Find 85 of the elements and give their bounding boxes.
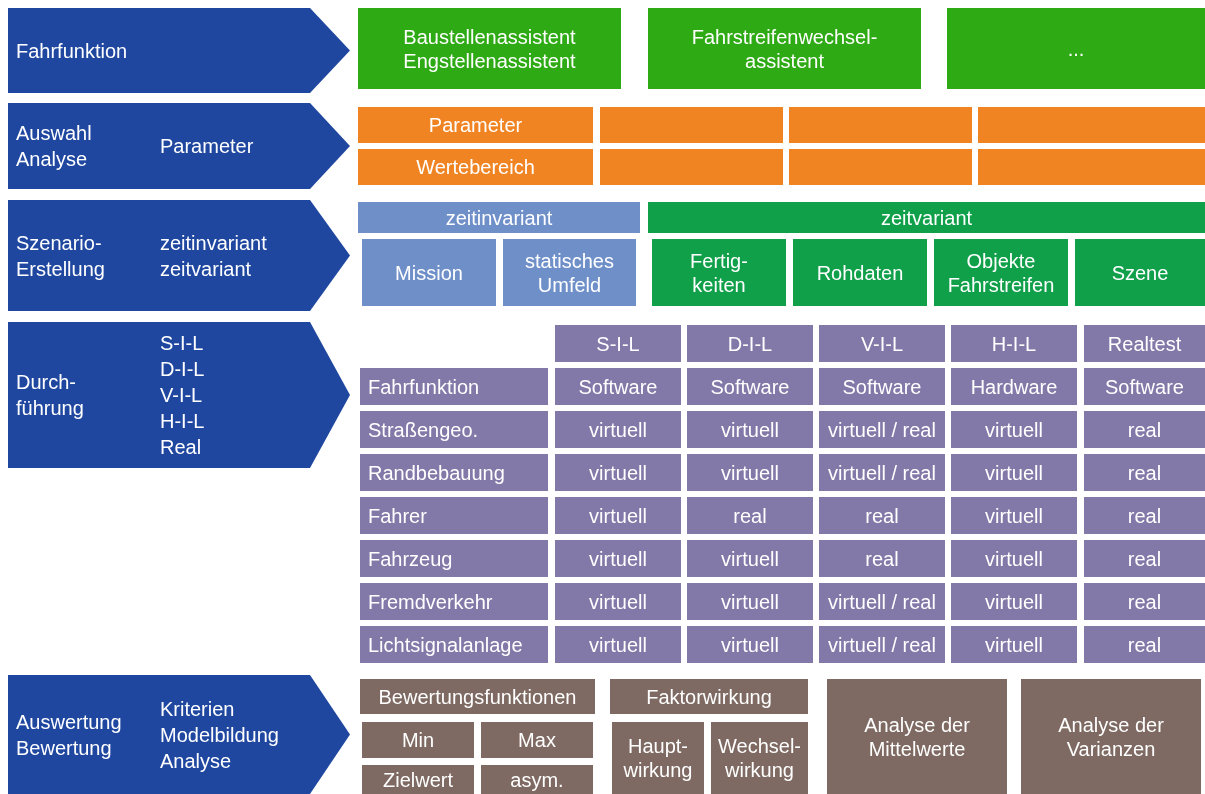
row-header: Fahrfunktion <box>360 368 548 405</box>
table-cell: virtuell / real <box>819 626 945 663</box>
stage-label: Durch-führung <box>16 370 85 421</box>
table-cell: virtuell <box>687 540 813 577</box>
group-header: Faktorwirkung <box>610 679 808 714</box>
table-cell: virtuell <box>951 583 1077 620</box>
method-box: Max <box>481 722 593 758</box>
table-cell: virtuell <box>687 583 813 620</box>
stage-label: Fahrfunktion <box>16 38 128 64</box>
table-cell: real <box>819 497 945 534</box>
row-header: Straßengeo. <box>360 411 548 448</box>
sub-items: Parameter <box>160 134 255 159</box>
scenario-box: Objekte Fahrstreifen <box>934 239 1068 306</box>
scenario-box: Mission <box>362 239 496 306</box>
sub-items: zeitinvariant zeitvariant <box>160 230 268 282</box>
column-header: H-I-L <box>951 325 1077 362</box>
method-box: asym. <box>481 765 593 794</box>
parameter-box <box>789 107 972 143</box>
table-cell: virtuell <box>951 626 1077 663</box>
table-cell: virtuell <box>555 411 681 448</box>
function-box: ... <box>947 8 1205 89</box>
table-cell: real <box>1084 454 1205 491</box>
scenario-box: Szene <box>1075 239 1205 306</box>
row-header: Lichtsignalanlage <box>360 626 548 663</box>
table-cell: Software <box>687 368 813 405</box>
parameter-box <box>600 149 783 185</box>
method-box: Min <box>362 722 474 758</box>
table-cell: virtuell <box>687 626 813 663</box>
stage-label: Auswahl Analyse <box>16 121 93 172</box>
table-cell: real <box>819 540 945 577</box>
category-band: zeitvariant <box>648 202 1205 233</box>
table-cell: virtuell <box>951 540 1077 577</box>
table-cell: virtuell <box>555 583 681 620</box>
table-cell: Software <box>555 368 681 405</box>
table-cell: virtuell <box>555 497 681 534</box>
group-header: Bewertungsfunktionen <box>360 679 595 714</box>
scenario-box: Rohdaten <box>793 239 927 306</box>
column-header: S-I-L <box>555 325 681 362</box>
table-cell: virtuell <box>951 497 1077 534</box>
sub-items: Kriterien Modelbildung Analyse <box>160 696 280 774</box>
table-cell: virtuell <box>687 411 813 448</box>
table-cell: virtuell <box>555 626 681 663</box>
column-header: V-I-L <box>819 325 945 362</box>
column-header: Realtest <box>1084 325 1205 362</box>
sub-items: S-I-L D-I-L V-I-L H-I-L Real <box>160 331 205 460</box>
table-cell: real <box>687 497 813 534</box>
table-cell: real <box>1084 540 1205 577</box>
function-box: Baustellenassistent Engstellenassistent <box>358 8 621 89</box>
analysis-box: Analyse der Mittelwerte <box>827 679 1007 794</box>
table-cell: Software <box>819 368 945 405</box>
row-header: Fahrzeug <box>360 540 548 577</box>
scenario-box: statisches Umfeld <box>503 239 636 306</box>
row-header: Randbebauung <box>360 454 548 491</box>
table-cell: real <box>1084 626 1205 663</box>
parameter-box <box>978 149 1205 185</box>
table-cell: Software <box>1084 368 1205 405</box>
table-cell: virtuell / real <box>819 454 945 491</box>
table-cell: virtuell / real <box>819 411 945 448</box>
method-box: Zielwert <box>362 765 474 794</box>
column-header: D-I-L <box>687 325 813 362</box>
stage-label: Auswertung Bewertung <box>16 709 123 761</box>
table-cell: virtuell <box>555 454 681 491</box>
table-cell: virtuell <box>951 411 1077 448</box>
table-cell: virtuell <box>951 454 1077 491</box>
row-header: Fahrer <box>360 497 548 534</box>
row-header: Fremdverkehr <box>360 583 548 620</box>
effect-box: Wechsel-wirkung <box>711 722 808 794</box>
scenario-box: Fertig-keiten <box>652 239 786 306</box>
parameter-box <box>600 107 783 143</box>
category-band: zeitinvariant <box>358 202 640 233</box>
parameter-label: Wertebereich <box>358 149 593 185</box>
function-box: Fahrstreifenwechsel-assistent <box>648 8 921 89</box>
parameter-box <box>978 107 1205 143</box>
table-cell: real <box>1084 497 1205 534</box>
table-cell: virtuell <box>555 540 681 577</box>
analysis-box: Analyse der Varianzen <box>1021 679 1201 794</box>
parameter-box <box>789 149 972 185</box>
stage-label: Szenario-Erstellung <box>16 230 106 282</box>
table-cell: Hardware <box>951 368 1077 405</box>
parameter-label: Parameter <box>358 107 593 143</box>
table-cell: virtuell / real <box>819 583 945 620</box>
table-cell: real <box>1084 583 1205 620</box>
table-cell: real <box>1084 411 1205 448</box>
table-cell: virtuell <box>687 454 813 491</box>
effect-box: Haupt-wirkung <box>612 722 704 794</box>
